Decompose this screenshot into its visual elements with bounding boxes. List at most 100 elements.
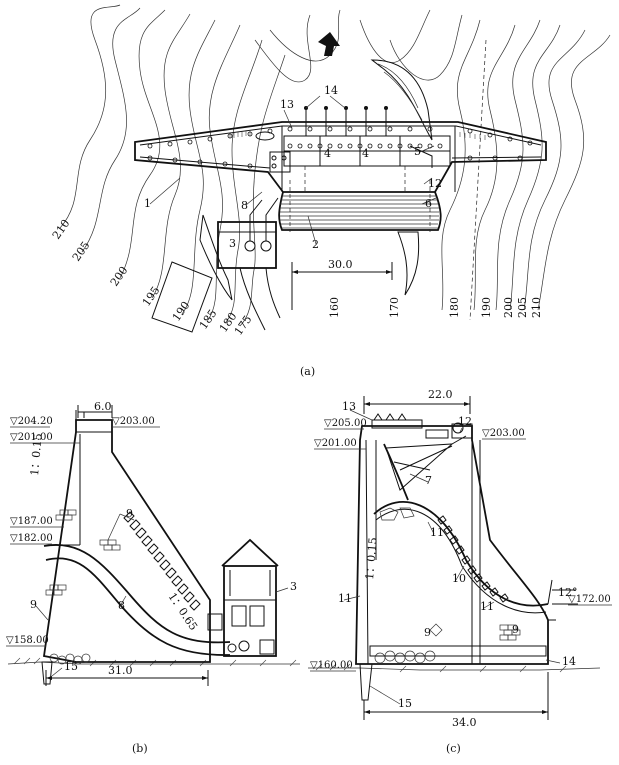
slope-label: 1：0.15 — [28, 433, 45, 476]
elevation-label: ▽158.00 — [6, 635, 49, 646]
part-number-label: 11 — [338, 592, 352, 605]
elevation-label: ▽187.00 — [10, 516, 53, 527]
contour-label: 210 — [50, 217, 73, 242]
spillway-face-blocks — [437, 515, 509, 603]
part-number-label: 6 — [425, 197, 432, 210]
elevation-label: ▽204.20 — [10, 416, 53, 427]
elevation-lines-b — [6, 426, 160, 647]
slope-label-c: 1：0.15 — [363, 537, 380, 580]
ground-line-c — [308, 667, 601, 671]
part-number-label: 14 — [562, 655, 576, 668]
part-number-label: 9 — [424, 626, 431, 639]
part-number-label: 13 — [342, 400, 356, 413]
dimension-labels-b: 6.0 31.0 — [94, 400, 133, 677]
flow-direction-arrow — [318, 32, 340, 56]
elevation-lines-c — [310, 428, 612, 672]
part-number-label: 11 — [480, 600, 494, 613]
dimension-label: 34.0 — [452, 716, 477, 729]
elevation-label: ▽203.00 — [112, 416, 155, 427]
intake-gate-structure — [255, 106, 451, 173]
part-number-label: 15 — [64, 660, 78, 673]
panel-a-caption: (a) — [300, 365, 315, 378]
contour-label: 210 — [530, 297, 543, 318]
ground-hatch-c — [315, 663, 567, 673]
contour-label: 205 — [516, 297, 529, 318]
dimension-labels-c: 22.034.0 — [428, 388, 477, 729]
ground-hatch-b — [13, 657, 297, 667]
drainage-gallery-c — [369, 645, 547, 657]
dam-profile-c — [355, 425, 549, 665]
part-number-label: 2 — [312, 238, 319, 251]
right-bank-rock — [370, 59, 433, 296]
part-number-label: 11 — [430, 526, 444, 539]
ground-line-b — [7, 661, 300, 665]
spillway-surface-c — [373, 501, 549, 607]
dimension-lines-b — [45, 405, 209, 686]
dimension-label: 31.0 — [108, 664, 133, 677]
contour-label: 180 — [448, 297, 461, 318]
part-number-label: 12 — [458, 415, 472, 428]
part-number-label: 12 — [428, 177, 442, 190]
part-number-label: 3 — [290, 580, 297, 593]
downstream-face-blocks — [123, 511, 201, 611]
part-number-label: 13 — [280, 98, 294, 111]
plan-dimension-text: 30.0 — [328, 258, 353, 271]
dam-crest-outline — [134, 121, 547, 193]
elevation-label: ▽205.00 — [324, 418, 367, 429]
plan-view: 2102052001951901851801751601701801902002… — [50, 4, 611, 378]
elevation-label: ▽172.00 — [568, 594, 611, 605]
masonry-c — [374, 507, 521, 664]
deflector-angle: 12° — [558, 586, 578, 599]
powerhouse-plan — [199, 197, 281, 331]
part-number-label: 8 — [118, 599, 125, 612]
contour-label: 160 — [328, 297, 341, 318]
part-number-label: 5 — [414, 145, 421, 158]
leader-lines-b — [35, 513, 289, 677]
part-number-label: 3 — [229, 237, 236, 250]
contour-lines-left — [59, 4, 341, 327]
part-number-label: 8 — [241, 199, 248, 212]
masonry-b — [45, 509, 121, 665]
contour-label: 205 — [70, 239, 93, 264]
contour-label: 170 — [388, 297, 401, 318]
powerhouse-section: ▽204.20▽201.00▽203.00▽187.00▽182.00▽158.… — [6, 400, 300, 755]
elevation-label: ▽201.00 — [10, 432, 53, 443]
slope-labels-b: 1：0.15 1：0.65 — [28, 433, 200, 633]
cutoff-pile-b — [41, 661, 53, 685]
dimension-label: 6.0 — [94, 400, 112, 413]
part-number-label: 9 — [512, 623, 519, 636]
building-block-plan — [151, 261, 213, 333]
panel-c-caption: (c) — [446, 742, 461, 755]
slope-label: 1：0.65 — [166, 590, 201, 633]
part-number-label: 15 — [398, 697, 412, 710]
crest-lamp-posts — [147, 126, 533, 169]
radial-gate-c — [383, 435, 467, 501]
crest-tick-marks — [229, 131, 486, 140]
part-number-label: 1 — [144, 197, 151, 210]
cutoff-pile-c — [359, 663, 373, 701]
spillway-section: ▽205.00▽201.00▽203.00▽172.00▽160.00 1312… — [308, 388, 612, 755]
panel-b-caption: (b) — [132, 742, 148, 755]
elevation-label: ▽160.00 — [310, 660, 353, 671]
contour-label: 190 — [170, 299, 193, 324]
elevations-b: ▽204.20▽201.00▽203.00▽187.00▽182.00▽158.… — [6, 416, 155, 646]
contour-label: 190 — [480, 297, 493, 318]
leader-lines-plan — [149, 95, 437, 245]
contour-label: 195 — [140, 284, 163, 309]
part-labels-c: 13 12 7 11 10 11 11 9 9 14 15 — [338, 400, 576, 710]
dam-profile-b — [42, 419, 211, 663]
dimension-line-plan — [291, 262, 393, 310]
contour-lines-right — [359, 9, 611, 321]
elevations-c: ▽205.00▽201.00▽203.00▽172.00▽160.00 — [310, 418, 611, 671]
part-number-label: 4 — [362, 147, 369, 160]
contour-label: 200 — [502, 297, 515, 318]
part-number-label: 9 — [30, 598, 37, 611]
part-number-label: 7 — [425, 474, 432, 487]
part-number-label: 4 — [324, 147, 331, 160]
elevation-label: ▽201.00 — [314, 438, 357, 449]
dimension-lines-c — [363, 396, 578, 720]
part-number-label: 10 — [452, 572, 466, 585]
part-number-label: 14 — [324, 84, 338, 97]
